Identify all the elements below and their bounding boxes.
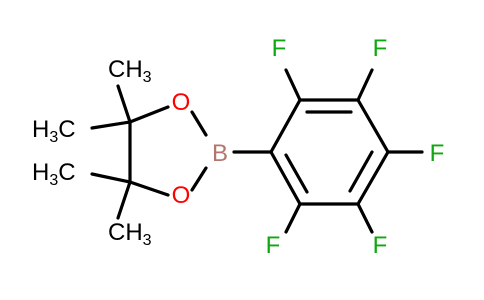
methyl-lower-left-tail: C — [58, 159, 75, 186]
bond-ring-4-5 — [356, 150, 390, 206]
methyl-top-sub: 3 — [143, 69, 152, 86]
bond-c-f5 — [284, 202, 302, 234]
bond-c5-me-left — [90, 172, 132, 184]
fluorine-label-1: F — [272, 35, 287, 62]
methyl-label-top: CH3 — [108, 56, 152, 86]
atom-labels: O O B F F F F F CH3 H3C H3C CH3 — [32, 35, 444, 259]
bond-c-f4 — [356, 202, 374, 234]
bond-c-f2 — [356, 68, 374, 102]
bond-c-f1 — [284, 68, 302, 102]
bond-ring-3-4 — [356, 98, 390, 154]
methyl-top-main: CH — [108, 56, 143, 83]
oxygen-label-lower: O — [172, 182, 191, 209]
bond-c4-o1 — [128, 105, 170, 124]
bond-ring-double-3 — [284, 153, 309, 194]
oxygen-label-upper: O — [172, 89, 191, 116]
bond-c4-me-left — [90, 120, 132, 130]
methyl-lower-left-main: H — [32, 159, 49, 186]
methyl-lower-left-sub: 3 — [49, 172, 58, 189]
bond-ring-1-2 — [269, 98, 302, 154]
fluorine-label-3: F — [430, 140, 445, 167]
methyl-label-bottom: CH3 — [108, 219, 152, 249]
methyl-upper-left-main: H — [32, 116, 49, 143]
methyl-label-upper-left: H3C — [32, 116, 76, 146]
methyl-upper-left-sub: 3 — [49, 129, 58, 146]
bond-lines — [90, 68, 424, 234]
bond-o2-b — [190, 166, 208, 192]
bond-c5-me-bottom — [116, 180, 132, 220]
fluorine-label-5: F — [266, 232, 281, 259]
bond-c4-me-top — [116, 84, 132, 124]
bond-ring-6-1 — [269, 150, 302, 206]
methyl-label-lower-left: H3C — [32, 159, 76, 189]
fluorine-label-2: F — [373, 35, 388, 62]
bond-o1-b — [190, 110, 208, 137]
methyl-upper-left-tail: C — [58, 116, 75, 143]
bond-ring-double-2 — [348, 150, 374, 193]
methyl-bottom-main: CH — [108, 219, 143, 246]
fluorine-label-4: F — [373, 232, 388, 259]
boron-label: B — [212, 140, 228, 167]
bond-c5-o2 — [128, 180, 170, 197]
methyl-bottom-sub: 3 — [143, 232, 152, 249]
